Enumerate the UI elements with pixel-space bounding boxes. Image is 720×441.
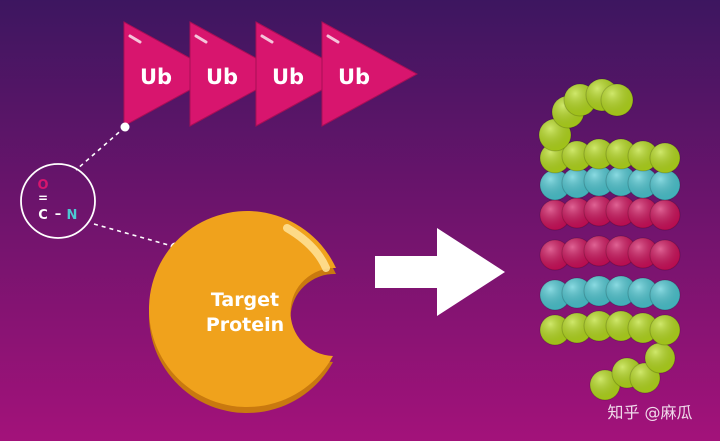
proteasome-icon (538, 78, 681, 401)
ubiquitin-unit: Ub (255, 21, 353, 127)
proteasome-subunit (605, 310, 637, 342)
ubiquitin-unit: Ub (123, 21, 221, 127)
ubiquitin-label: Ub (140, 65, 172, 89)
connector-ub-to-linkage (75, 126, 126, 171)
proteasome-subunit (561, 197, 593, 229)
proteasome-subunit (539, 142, 571, 174)
proteasome-subunit (539, 314, 571, 346)
proteasome-subunit (539, 279, 571, 311)
proteasome-subunit (649, 169, 681, 201)
proteasome-subunit (605, 138, 637, 170)
watermark: 知乎 @麻瓜 (607, 403, 692, 422)
proteasome-subunit (644, 342, 676, 374)
proteasome-subunit (561, 140, 593, 172)
right-arrow-icon (375, 228, 505, 316)
proteasome-subunit (583, 195, 615, 227)
target-protein-label-line1: Target (211, 289, 279, 311)
linkage-icon: O = C – N (20, 163, 96, 239)
connector-linkage-to-protein (93, 223, 173, 247)
proteasome-subunit (649, 279, 681, 311)
proteasome-subunit (605, 165, 637, 197)
ubiquitin-label: Ub (206, 65, 238, 89)
connector-dot-ub (120, 122, 130, 132)
proteasome-subunit (605, 275, 637, 307)
ubiquitin-label: Ub (338, 65, 370, 89)
ubiquitin-unit: Ub (189, 21, 287, 127)
linkage-oxygen: O (37, 178, 48, 193)
proteasome-subunit (539, 239, 571, 271)
proteasome-subunit (627, 237, 659, 269)
ubiquitin-unit: Ub (321, 21, 419, 127)
linkage-single-bond: – (55, 207, 62, 222)
proteasome-subunit (600, 83, 634, 117)
proteasome-subunit (583, 165, 615, 197)
proteasome-subunit (605, 235, 637, 267)
target-protein-label-line2: Protein (206, 314, 284, 336)
proteasome-subunit (589, 369, 621, 401)
linkage-carbon: C (38, 208, 48, 223)
target-protein: Target Protein (148, 211, 336, 414)
proteasome-subunit (649, 314, 681, 346)
proteasome-subunit (627, 312, 659, 344)
proteasome-subunit (649, 199, 681, 231)
linkage-double-bond: = (38, 191, 48, 205)
proteasome-subunit (649, 239, 681, 271)
proteasome-subunit (561, 277, 593, 309)
proteasome-subunit (649, 142, 681, 174)
ubiquitin-chain: Ub Ub Ub Ub (123, 21, 419, 127)
proteasome-subunit (627, 167, 659, 199)
proteasome-subunit (561, 167, 593, 199)
proteasome-subunit (583, 275, 615, 307)
proteasome-subunit (539, 199, 571, 231)
proteasome-subunit (627, 277, 659, 309)
proteasome-subunit (561, 312, 593, 344)
linkage-nitrogen: N (67, 208, 78, 223)
proteasome-subunit (583, 138, 615, 170)
ubiquitin-label: Ub (272, 65, 304, 89)
proteasome-subunit (583, 310, 615, 342)
proteasome-subunit (583, 235, 615, 267)
proteasome-subunit (605, 195, 637, 227)
